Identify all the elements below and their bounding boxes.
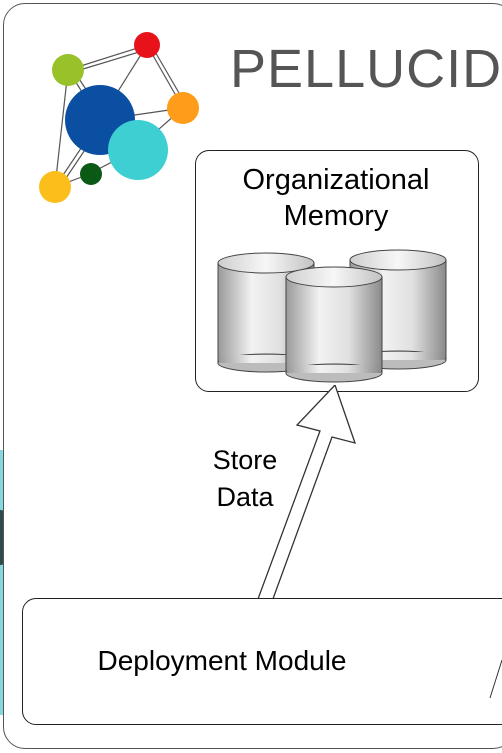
deployment-module-box bbox=[22, 598, 502, 725]
organizational-memory-title: Organizational Memory bbox=[242, 164, 430, 232]
brand-name: PELLUCID bbox=[230, 39, 502, 99]
database-cylinder-center bbox=[285, 266, 383, 383]
logo-node-green bbox=[52, 54, 84, 86]
store-data-label: Store Data bbox=[212, 445, 278, 512]
connector-stub-right bbox=[489, 659, 502, 699]
logo-node-red bbox=[134, 32, 160, 58]
pellucid-logo-icon bbox=[39, 32, 199, 203]
database-cylinders-icon bbox=[217, 249, 447, 383]
hollow-arrow-up-icon bbox=[244, 385, 357, 608]
logo-node-cyan bbox=[108, 120, 168, 180]
logo-node-yellow bbox=[39, 171, 71, 203]
logo-node-darkgreen bbox=[80, 163, 102, 185]
deployment-module-label: Deployment Module bbox=[97, 645, 347, 676]
logo-node-orange bbox=[167, 92, 199, 124]
